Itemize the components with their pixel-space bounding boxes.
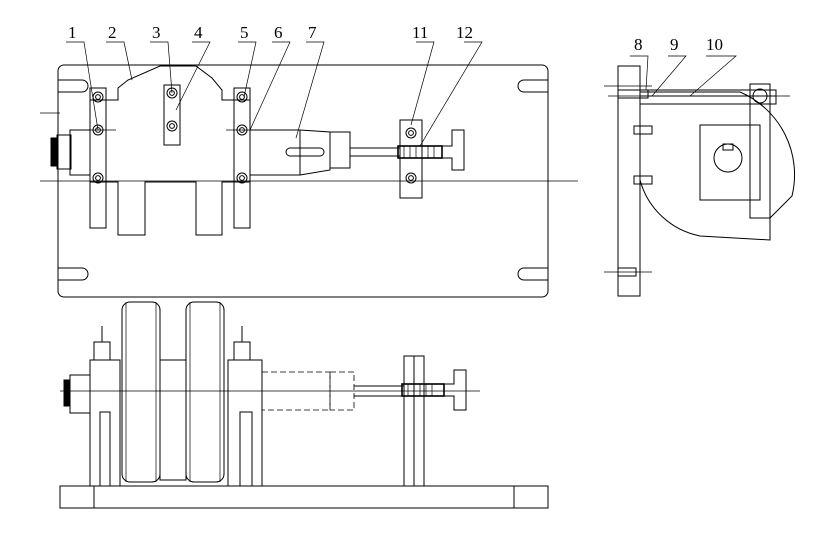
crank-web xyxy=(699,124,761,201)
hex-nut xyxy=(93,341,111,361)
side-base-plate xyxy=(617,65,641,297)
front-base-plate xyxy=(59,485,549,509)
hex-bolts xyxy=(92,87,248,184)
v-block-right xyxy=(227,359,263,487)
bolt xyxy=(617,267,637,277)
callout-2: 2 xyxy=(108,23,117,42)
callout-1: 1 xyxy=(68,23,77,42)
shaft-collar xyxy=(329,131,351,169)
keyway xyxy=(285,147,325,157)
mount-slot xyxy=(58,79,89,93)
clamp-bar xyxy=(639,89,777,105)
crank-disk xyxy=(639,91,796,241)
crank-disc-right xyxy=(185,301,225,483)
callout-labels: 1 2 3 4 5 6 7 8 9 10 11 12 xyxy=(68,23,723,54)
mount-slot xyxy=(517,79,548,93)
leader-lines xyxy=(66,41,737,147)
callout-7: 7 xyxy=(308,23,317,42)
callout-10: 10 xyxy=(706,35,723,54)
shaft-bore xyxy=(713,143,743,173)
callout-3: 3 xyxy=(152,23,161,42)
clamp-strap-left xyxy=(89,87,107,229)
clamp-strap-center xyxy=(163,84,181,146)
crank-pin xyxy=(159,359,187,481)
t-handle xyxy=(442,129,465,171)
v-block-left xyxy=(89,359,121,487)
mount-slot xyxy=(517,267,548,281)
callout-11: 11 xyxy=(412,23,428,42)
front-t-handle xyxy=(444,369,467,411)
bolt xyxy=(633,175,653,185)
front-adjusting-screw xyxy=(401,383,445,397)
top-view xyxy=(40,64,578,298)
bolt-head xyxy=(617,89,649,99)
shaft-taper xyxy=(299,129,331,176)
hex-nut xyxy=(233,341,251,361)
shaft-end xyxy=(56,134,72,170)
front-shaft-end-cap xyxy=(63,379,71,407)
bolt xyxy=(633,125,653,135)
callout-6: 6 xyxy=(274,23,283,42)
front-view xyxy=(59,301,549,509)
callout-12: 12 xyxy=(456,23,473,42)
callout-4: 4 xyxy=(194,23,203,42)
shaft-end-cap xyxy=(50,137,58,167)
front-support-block xyxy=(403,355,415,487)
side-view xyxy=(604,65,796,297)
callout-8: 8 xyxy=(634,35,643,54)
side-clamp xyxy=(749,83,771,219)
clamp-strap-right xyxy=(233,87,251,229)
mount-slot xyxy=(58,267,89,281)
support-block xyxy=(399,119,423,199)
adjusting-screw xyxy=(397,145,443,159)
callout-5: 5 xyxy=(240,23,249,42)
crank-disc-left xyxy=(121,301,161,483)
callout-9: 9 xyxy=(670,35,679,54)
bore-keyway xyxy=(722,143,734,151)
